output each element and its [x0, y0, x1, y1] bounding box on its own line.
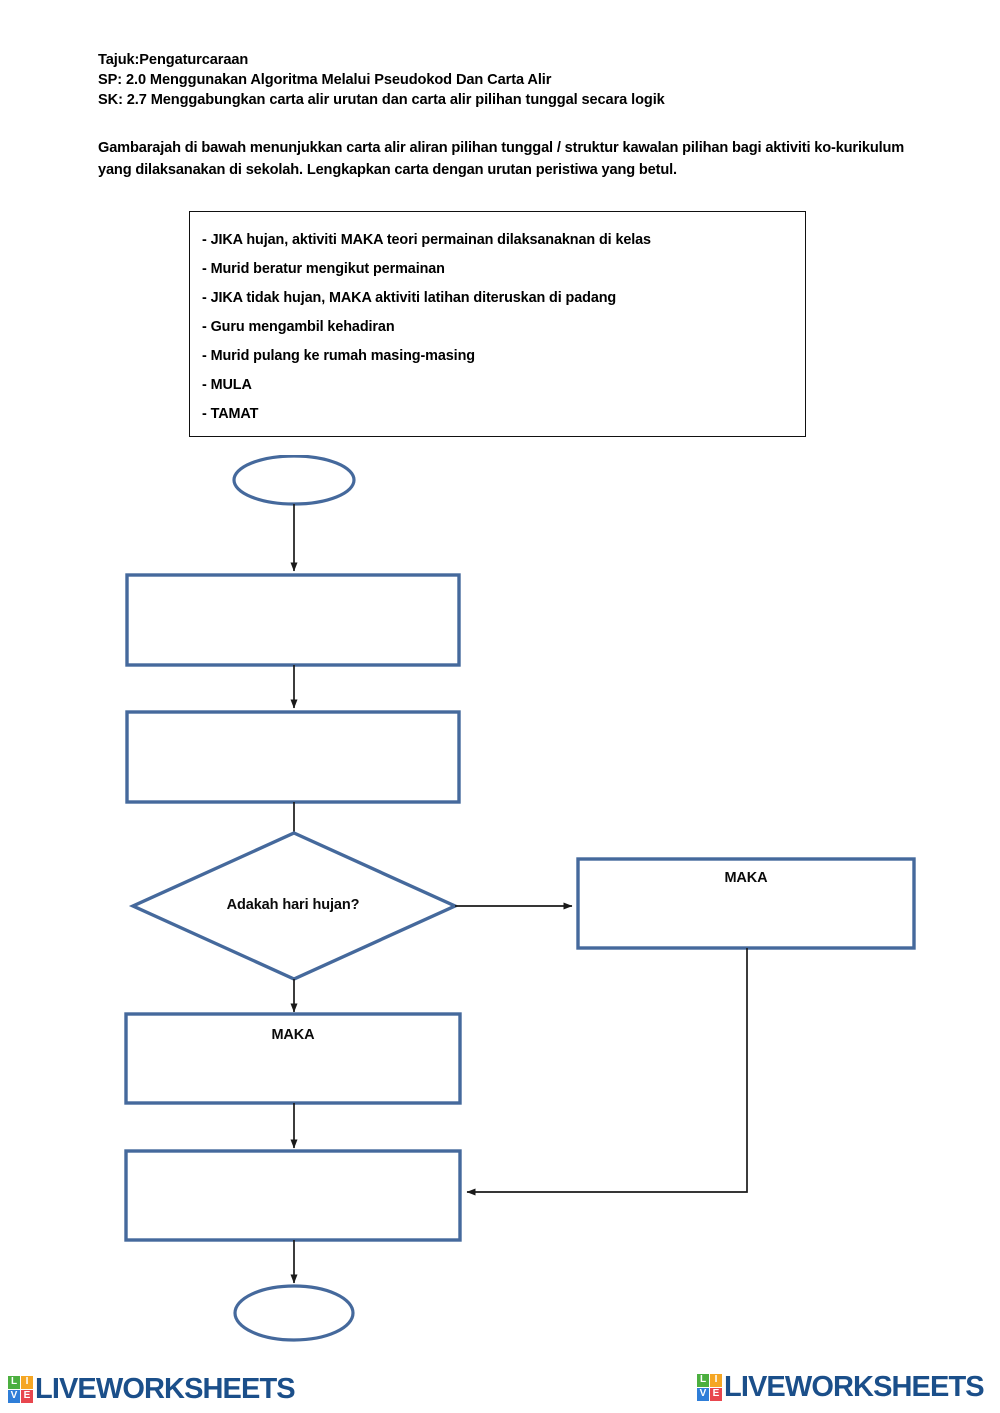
liveworksheets-logo-right: L I V E LIVEWORKSHEETS — [697, 1367, 985, 1407]
liveworksheets-wordmark: LIVEWORKSHEETS — [35, 1372, 296, 1405]
logo-cell-v: V — [697, 1387, 709, 1401]
list-item: - JIKA hujan, aktiviti MAKA teori permai… — [202, 232, 651, 248]
flowchart-diagram: Adakah hari hujan? MAKA MAKA — [0, 455, 1000, 1355]
logo-cell-e: E — [21, 1389, 33, 1403]
header-line-sk: SK: 2.7 Menggabungkan carta alir urutan … — [98, 92, 665, 108]
instructions-paragraph: Gambarajah di bawah menunjukkan carta al… — [98, 140, 905, 178]
header-line-sp: SP: 2.0 Menggunakan Algoritma Melalui Ps… — [98, 72, 552, 88]
liveworksheets-mark-icon: L I V E — [697, 1373, 722, 1401]
liveworksheets-wordmark: LIVEWORKSHEETS — [724, 1370, 985, 1403]
logo-cell-i: I — [710, 1373, 722, 1387]
flowchart-canvas — [124, 455, 916, 1342]
answer-items-list: - JIKA hujan, aktiviti MAKA teori permai… — [202, 226, 799, 429]
decision-label: Adakah hari hujan? — [226, 897, 360, 913]
list-item: - MULA — [202, 377, 252, 393]
list-item: - Guru mengambil kehadiran — [202, 319, 395, 335]
answer-items-box: - JIKA hujan, aktiviti MAKA teori permai… — [189, 211, 806, 437]
list-item: - Murid beratur mengikut permainan — [202, 261, 445, 277]
branch-box-left-label: MAKA — [271, 1027, 315, 1043]
logo-cell-v: V — [8, 1389, 20, 1403]
branch-box-left[interactable] — [124, 1012, 462, 1105]
logo-cell-l: L — [697, 1373, 709, 1387]
list-item: - Murid pulang ke rumah masing-masing — [202, 348, 475, 364]
liveworksheets-mark-icon: L I V E — [8, 1375, 33, 1403]
end-oval[interactable] — [233, 1284, 355, 1342]
header-line-tajuk: Tajuk:Pengaturcaraan — [98, 52, 249, 68]
start-oval[interactable] — [232, 455, 356, 506]
branch-box-right-label: MAKA — [724, 870, 768, 886]
process-box-1[interactable] — [125, 573, 461, 667]
liveworksheets-logo-left: L I V E LIVEWORKSHEETS — [8, 1369, 296, 1409]
list-item: - TAMAT — [202, 406, 259, 422]
process-box-merge[interactable] — [124, 1149, 462, 1242]
worksheet-header: Tajuk:Pengaturcaraan SP: 2.0 Menggunakan… — [98, 50, 938, 110]
branch-box-right[interactable] — [576, 857, 916, 950]
logo-cell-i: I — [21, 1375, 33, 1389]
process-box-2[interactable] — [125, 710, 461, 804]
logo-cell-l: L — [8, 1375, 20, 1389]
logo-cell-e: E — [710, 1387, 722, 1401]
list-item: - JIKA tidak hujan, MAKA aktiviti latiha… — [202, 290, 617, 306]
connector-right-box-to-merge — [466, 948, 748, 1196]
